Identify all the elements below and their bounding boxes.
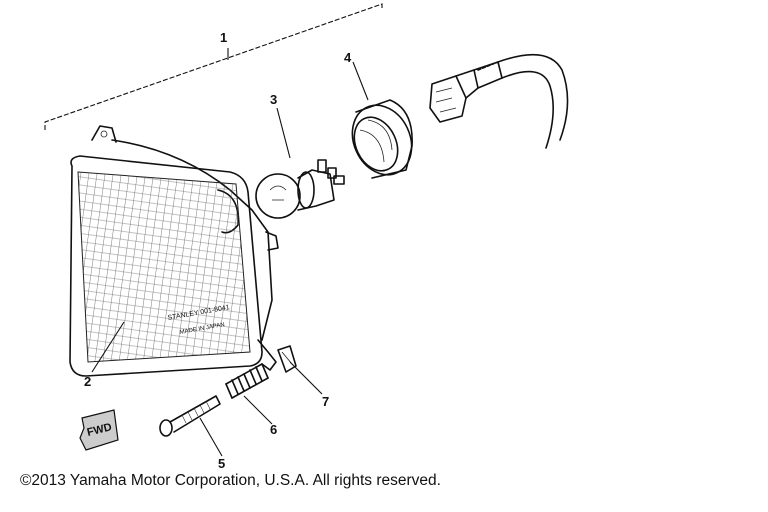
adjuster-screw bbox=[159, 395, 221, 437]
leader-lines bbox=[91, 61, 369, 457]
assembly-bracket bbox=[44, 3, 383, 130]
callout-4: 4 bbox=[344, 50, 352, 65]
callout-6: 6 bbox=[270, 422, 277, 437]
callout-1: 1 bbox=[220, 30, 227, 45]
callout-5: 5 bbox=[218, 456, 225, 471]
bulb bbox=[255, 159, 345, 219]
headlight-unit: STANLEY 001-8041 MADE IN JAPAN bbox=[69, 125, 279, 377]
fwd-label: FWD bbox=[86, 421, 113, 439]
fwd-arrow: FWD bbox=[79, 409, 119, 451]
connector-wire bbox=[429, 53, 569, 149]
callout-7: 7 bbox=[322, 394, 329, 409]
spring bbox=[225, 363, 269, 399]
copyright-notice: ©2013 Yamaha Motor Corporation, U.S.A. A… bbox=[20, 472, 441, 489]
bulb-cover bbox=[351, 99, 413, 179]
callout-2: 2 bbox=[84, 374, 91, 389]
callout-3: 3 bbox=[270, 92, 277, 107]
nut bbox=[277, 345, 297, 373]
